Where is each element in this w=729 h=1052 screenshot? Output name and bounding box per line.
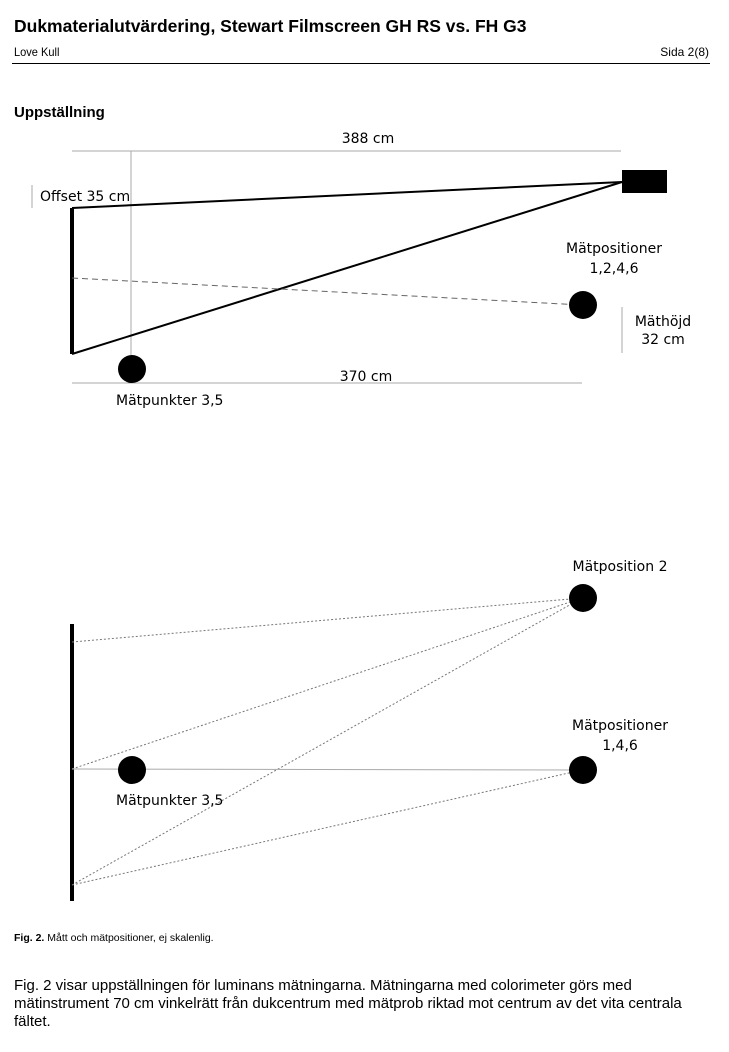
projector [622, 170, 667, 193]
sightline-bottom-to-pos2 [71, 597, 583, 886]
positions-values-top-view: 1,4,6 [602, 738, 638, 754]
figure-number: Fig. 2. [14, 932, 45, 944]
position2-label: Mätposition 2 [573, 559, 668, 575]
setup-diagrams: 388 cm Offset 35 cm Mätpositioner 1,2,4,… [31, 131, 691, 901]
offset-label: Offset 35 cm [40, 189, 130, 205]
sightline-center-to-pos2 [71, 597, 583, 770]
document-title: Dukmaterialutvärdering, Stewart Filmscre… [14, 16, 527, 36]
positions-label: Mätpositioner [566, 241, 662, 257]
width-top-label: 388 cm [342, 131, 395, 147]
measure-position-2-dot [569, 584, 597, 612]
height-value: 32 cm [641, 332, 685, 348]
measure-position-dot [569, 291, 597, 319]
sightline-bottom-to-pos146 [71, 769, 583, 886]
figure-caption-text: Mått och mätpositioner, ej skalenlig. [47, 932, 214, 944]
measure-point-dot [118, 355, 146, 383]
projection-ray-bottom [71, 181, 623, 355]
sightline-top [71, 597, 583, 643]
positions-values: 1,2,4,6 [590, 261, 639, 277]
diagram-top-view: Mätposition 2 Mätpositioner 1,4,6 Mätpun… [70, 559, 668, 901]
header-rule [12, 63, 710, 64]
positions-label-top-view: Mätpositioner [572, 718, 668, 734]
measure-point-dot-top-view [118, 756, 146, 784]
measure-axis-dashed [71, 277, 583, 306]
diagram-side-view: 388 cm Offset 35 cm Mätpositioner 1,2,4,… [31, 131, 691, 409]
points-label-top-view: Mätpunkter 3,5 [116, 793, 223, 809]
points-label: Mätpunkter 3,5 [116, 393, 223, 409]
height-label: Mäthöjd [635, 314, 691, 330]
width-bottom-label: 370 cm [340, 369, 393, 385]
page-number: Sida 2(8) [660, 45, 709, 59]
figure-caption: Fig. 2. Mått och mätpositioner, ej skale… [14, 932, 214, 944]
measure-position-146-dot [569, 756, 597, 784]
projection-ray-top [71, 181, 623, 209]
section-title: Uppställning [14, 104, 105, 121]
center-axis [71, 768, 583, 771]
author: Love Kull [14, 45, 60, 59]
body-paragraph: Fig. 2 visar uppställningen för luminans… [14, 977, 682, 1030]
